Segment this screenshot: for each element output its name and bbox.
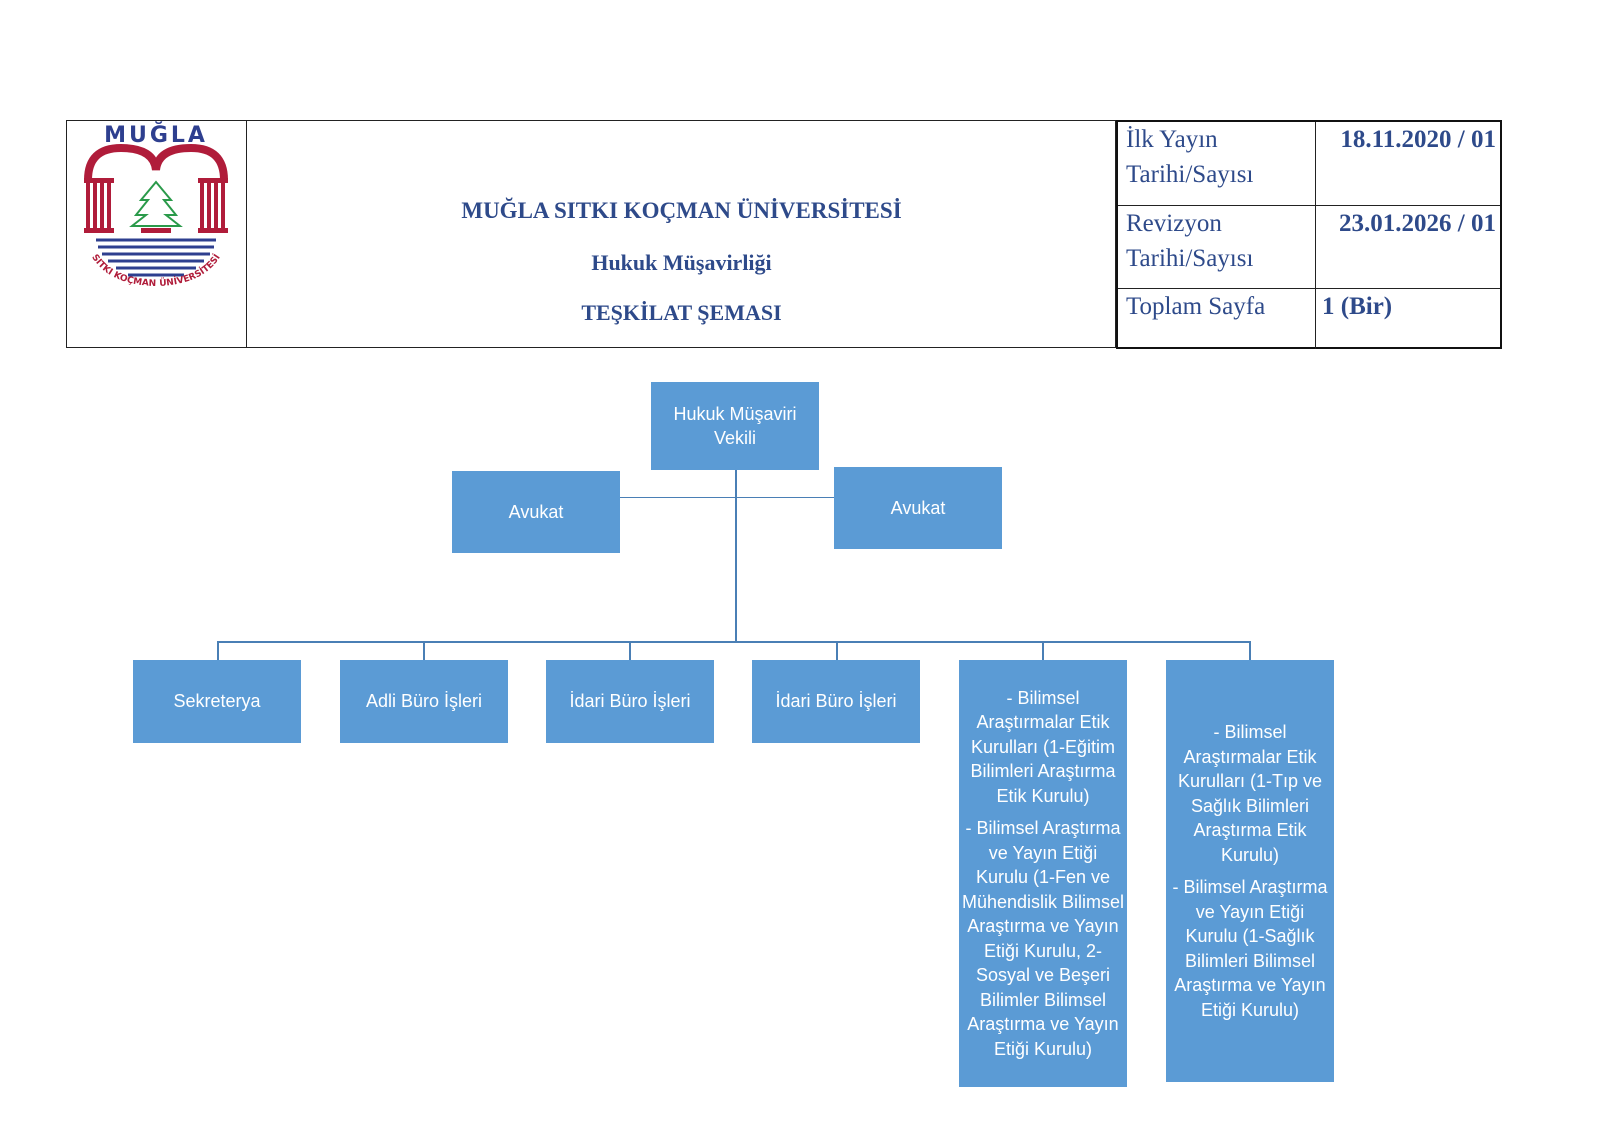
org-box-label: Hukuk Müşaviri Vekili [673, 403, 797, 449]
org-box-adli-buro: Adli Büro İşleri [340, 660, 508, 743]
connector-drop [629, 641, 631, 660]
org-box-etik-kurullari-egitim-fen: - Bilimsel Araştırmalar Etik Kurulları (… [959, 660, 1127, 1087]
connector-drop [423, 641, 425, 660]
info-row-first-publication: İlk Yayın Tarihi/Sayısı 18.11.2020 / 01 [1118, 122, 1500, 206]
info-value: 1 (Bir) [1322, 293, 1393, 320]
document-info-table: İlk Yayın Tarihi/Sayısı 18.11.2020 / 01 … [1116, 120, 1502, 349]
org-box-paragraph: - Bilimsel Araştırma ve Yayın Etiği Kuru… [961, 818, 1125, 1059]
org-box-etik-kurullari-saglik: - Bilimsel Araştırmalar Etik Kurulları (… [1166, 660, 1334, 1082]
org-box-label: Avukat [508, 501, 564, 522]
connector-main [735, 470, 737, 642]
org-box-idari-buro: İdari Büro İşleri [752, 660, 920, 743]
university-name: MUĞLA SITKI KOÇMAN ÜNİVERSİTESİ [461, 198, 902, 223]
logo-cell: MUĞLA SITKI KOÇMAN ÜNİVERSİTESİ [66, 120, 247, 348]
info-value: 18.11.2020 / 01 [1340, 126, 1496, 153]
document-title: TEŞKİLAT ŞEMASI [581, 300, 782, 325]
org-box-label: Avukat [890, 497, 946, 518]
connector-drop [217, 641, 219, 660]
org-box-sekreterya: Sekreterya [133, 660, 301, 743]
info-label: Toplam Sayfa [1126, 293, 1266, 320]
connector-drop [836, 641, 838, 660]
info-row-total-pages: Toplam Sayfa 1 (Bir) [1118, 289, 1500, 349]
org-box-label: Sekreterya [173, 691, 261, 712]
org-box-label: Adli Büro İşleri [365, 691, 483, 712]
org-box-label: İdari Büro İşleri [569, 691, 691, 712]
org-box-avukat: Avukat [834, 467, 1002, 549]
connector-avukat [620, 497, 834, 498]
svg-text:SITKI KOÇMAN ÜNİVERSİTESİ: SITKI KOÇMAN ÜNİVERSİTESİ [89, 252, 222, 289]
info-label: İlk Yayın Tarihi/Sayısı [1126, 126, 1254, 188]
org-box-label: İdari Büro İşleri [775, 691, 897, 712]
org-box-paragraph: - Bilimsel Araştırmalar Etik Kurulları (… [970, 687, 1116, 806]
info-row-revision: Revizyon Tarihi/Sayısı 23.01.2026 / 01 [1118, 206, 1500, 289]
org-box-paragraph: - Bilimsel Araştırma ve Yayın Etiği Kuru… [1172, 877, 1328, 1020]
org-box-hukuk-musaviri-vekili: Hukuk Müşaviri Vekili [651, 382, 819, 470]
org-box-paragraph: - Bilimsel Araştırmalar Etik Kurulları (… [1177, 722, 1323, 865]
org-box-avukat: Avukat [452, 471, 620, 553]
org-box-idari-buro: İdari Büro İşleri [546, 660, 714, 743]
university-logo: MUĞLA SITKI KOÇMAN ÜNİVERSİTESİ [84, 122, 228, 289]
header-table [66, 120, 1116, 348]
connector-drop [1042, 641, 1044, 660]
info-value: 23.01.2026 / 01 [1339, 210, 1496, 237]
connector-bus [217, 641, 1251, 643]
info-label: Revizyon Tarihi/Sayısı [1126, 210, 1254, 272]
unit-name: Hukuk Müşavirliği [591, 250, 772, 275]
svg-text:MUĞLA: MUĞLA [104, 122, 208, 148]
connector-drop [1249, 641, 1251, 660]
